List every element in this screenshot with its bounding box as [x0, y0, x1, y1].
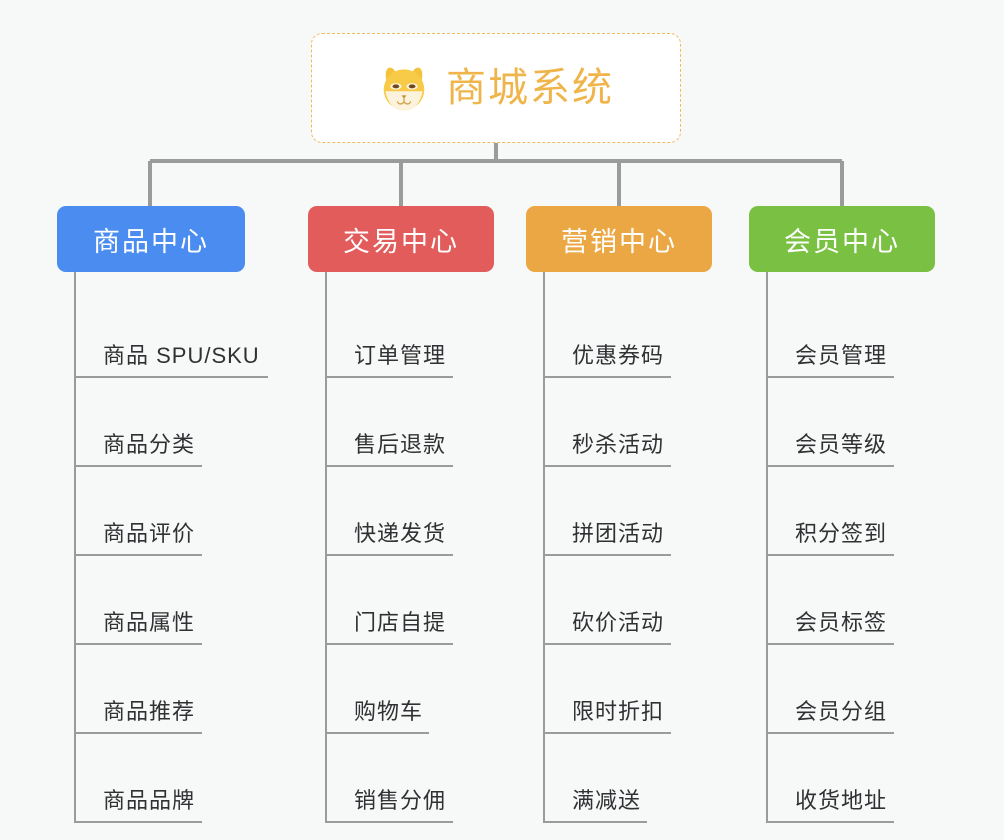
leaf-item[interactable]: 购物车: [325, 645, 494, 734]
leaf-item[interactable]: 优惠券码: [543, 289, 712, 378]
leaf-label: 商品 SPU/SKU: [103, 343, 260, 368]
leaf-label: 会员管理: [795, 343, 888, 368]
leaf-underline: [543, 465, 671, 467]
leaf-label: 商品品牌: [103, 788, 196, 813]
leaf-item[interactable]: 商品推荐: [74, 645, 245, 734]
trunk-line-3: [543, 272, 545, 823]
leaf-underline: [543, 821, 647, 823]
leaf-item[interactable]: 拼团活动: [543, 467, 712, 556]
leaf-item[interactable]: 会员标签: [766, 556, 935, 645]
leaf-label: 拼团活动: [572, 521, 665, 546]
leaf-item[interactable]: 会员管理: [766, 289, 935, 378]
trunk-line-1: [74, 272, 76, 823]
leaf-item[interactable]: 商品 SPU/SKU: [74, 289, 268, 378]
leaf-underline: [325, 821, 453, 823]
leaf-underline: [325, 643, 453, 645]
leaf-label: 订单管理: [354, 343, 447, 368]
leaf-underline: [766, 732, 894, 734]
leaf-list-3: 优惠券码秒杀活动拼团活动砍价活动限时折扣满减送: [526, 272, 712, 823]
leaf-underline: [543, 376, 671, 378]
leaf-underline: [325, 554, 453, 556]
leaf-underline: [325, 732, 429, 734]
leaf-item[interactable]: 商品品牌: [74, 734, 245, 823]
leaf-label: 砍价活动: [572, 610, 665, 635]
leaf-item[interactable]: 限时折扣: [543, 645, 712, 734]
leaf-label: 门店自提: [354, 610, 447, 635]
leaf-label: 售后退款: [354, 432, 447, 457]
leaf-item[interactable]: 砍价活动: [543, 556, 712, 645]
leaf-underline: [543, 732, 671, 734]
leaf-underline: [766, 554, 894, 556]
leaf-item[interactable]: 商品分类: [74, 378, 245, 467]
trunk-line-2: [325, 272, 327, 823]
leaf-underline: [325, 376, 453, 378]
leaf-label: 购物车: [354, 699, 424, 724]
leaf-item[interactable]: 订单管理: [325, 289, 494, 378]
leaf-item[interactable]: 快递发货: [325, 467, 494, 556]
leaf-label: 快递发货: [354, 521, 447, 546]
leaf-list-2: 订单管理售后退款快递发货门店自提购物车销售分佣: [308, 272, 494, 823]
leaf-underline: [74, 643, 202, 645]
leaf-label: 限时折扣: [572, 699, 665, 724]
category-header-2[interactable]: 交易中心: [308, 206, 494, 272]
leaf-label: 会员等级: [795, 432, 888, 457]
leaf-underline: [766, 465, 894, 467]
leaf-item[interactable]: 销售分佣: [325, 734, 494, 823]
leaf-label: 秒杀活动: [572, 432, 665, 457]
leaf-label: 优惠券码: [572, 343, 665, 368]
leaf-label: 满减送: [572, 788, 642, 813]
shiba-dog-emoji: [383, 67, 425, 111]
leaf-underline: [74, 376, 268, 378]
category-column-4: 会员中心会员管理会员等级积分签到会员标签会员分组收货地址: [749, 206, 935, 823]
leaf-item[interactable]: 门店自提: [325, 556, 494, 645]
leaf-underline: [543, 643, 671, 645]
leaf-label: 商品属性: [103, 610, 196, 635]
leaf-underline: [74, 554, 202, 556]
leaf-list-1: 商品 SPU/SKU 商品分类商品评价商品属性商品推荐商品品牌: [57, 272, 268, 823]
leaf-label: 商品分类: [103, 432, 196, 457]
leaf-underline: [543, 554, 671, 556]
leaf-label: 销售分佣: [354, 788, 447, 813]
category-column-2: 交易中心订单管理售后退款快递发货门店自提购物车销售分佣: [308, 206, 494, 823]
category-header-3[interactable]: 营销中心: [526, 206, 712, 272]
leaf-label: 收货地址: [795, 788, 888, 813]
leaf-item[interactable]: 会员分组: [766, 645, 935, 734]
leaf-label: 积分签到: [795, 521, 888, 546]
category-header-4[interactable]: 会员中心: [749, 206, 935, 272]
leaf-underline: [74, 821, 202, 823]
leaf-label: 会员标签: [795, 610, 888, 635]
leaf-list-4: 会员管理会员等级积分签到会员标签会员分组收货地址: [749, 272, 935, 823]
category-header-1[interactable]: 商品中心: [57, 206, 245, 272]
leaf-label: 会员分组: [795, 699, 888, 724]
leaf-label: 商品评价: [103, 521, 196, 546]
root-node[interactable]: 商城系统: [311, 33, 681, 143]
leaf-item[interactable]: 积分签到: [766, 467, 935, 556]
leaf-underline: [766, 643, 894, 645]
leaf-underline: [766, 376, 894, 378]
leaf-item[interactable]: 秒杀活动: [543, 378, 712, 467]
leaf-underline: [74, 732, 202, 734]
leaf-underline: [325, 465, 453, 467]
leaf-item[interactable]: 商品评价: [74, 467, 245, 556]
leaf-underline: [766, 821, 894, 823]
root-title: 商城系统: [446, 66, 614, 110]
leaf-underline: [74, 465, 202, 467]
category-column-3: 营销中心优惠券码秒杀活动拼团活动砍价活动限时折扣满减送: [526, 206, 712, 823]
leaf-item[interactable]: 会员等级: [766, 378, 935, 467]
trunk-line-4: [766, 272, 768, 823]
leaf-item[interactable]: 满减送: [543, 734, 712, 823]
category-column-1: 商品中心商品 SPU/SKU 商品分类商品评价商品属性商品推荐商品品牌: [57, 206, 268, 823]
leaf-item[interactable]: 售后退款: [325, 378, 494, 467]
leaf-item[interactable]: 收货地址: [766, 734, 935, 823]
leaf-label: 商品推荐: [103, 699, 196, 724]
leaf-item[interactable]: 商品属性: [74, 556, 245, 645]
